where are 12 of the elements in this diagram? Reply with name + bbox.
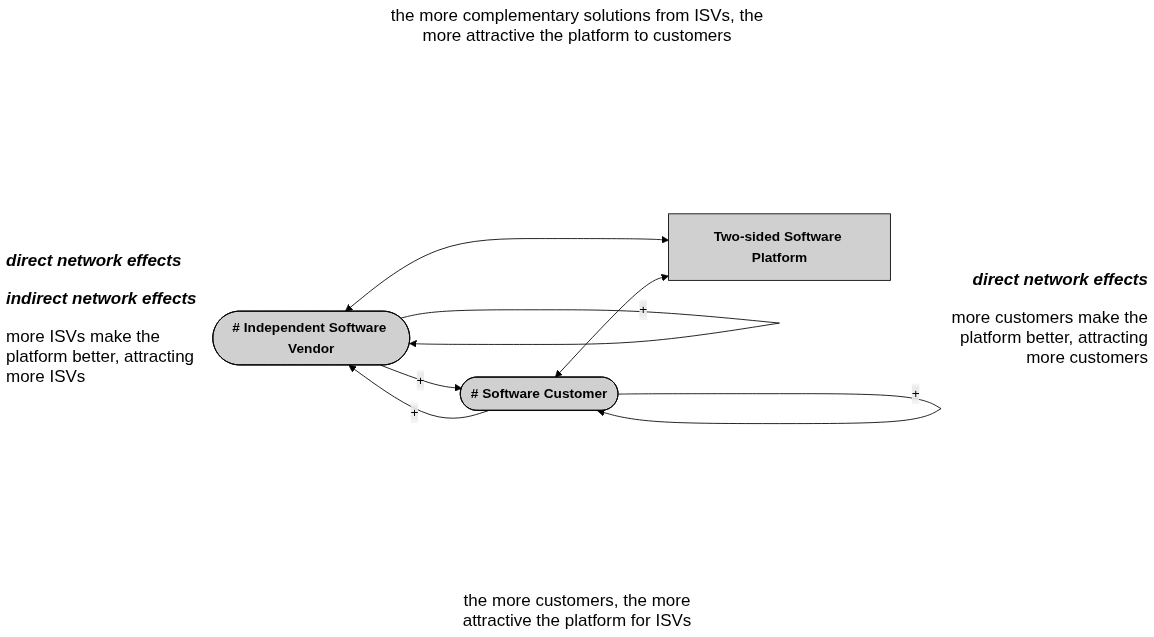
annotation-text: direct network effects [6, 250, 183, 271]
annotation-text: direct network effects [971, 269, 1148, 290]
note-text: the more complementary solutions from ISVs, the more attractive the platform to customers [389, 6, 765, 46]
edge-label: + [410, 404, 419, 420]
edge-label: + [639, 301, 648, 317]
node-box: Two-sided Software Platform [668, 213, 891, 281]
note-text: more customers make the platform better, attracting more customers [950, 307, 1148, 368]
annotation-text: indirect network effects [6, 288, 198, 309]
note-text: the more customers, the more attractive the platform for ISVs [461, 591, 693, 631]
edge-label: + [911, 385, 920, 401]
note-text: more ISVs make the platform better, attracting more ISVs [6, 326, 196, 387]
edge-label: + [416, 372, 425, 388]
